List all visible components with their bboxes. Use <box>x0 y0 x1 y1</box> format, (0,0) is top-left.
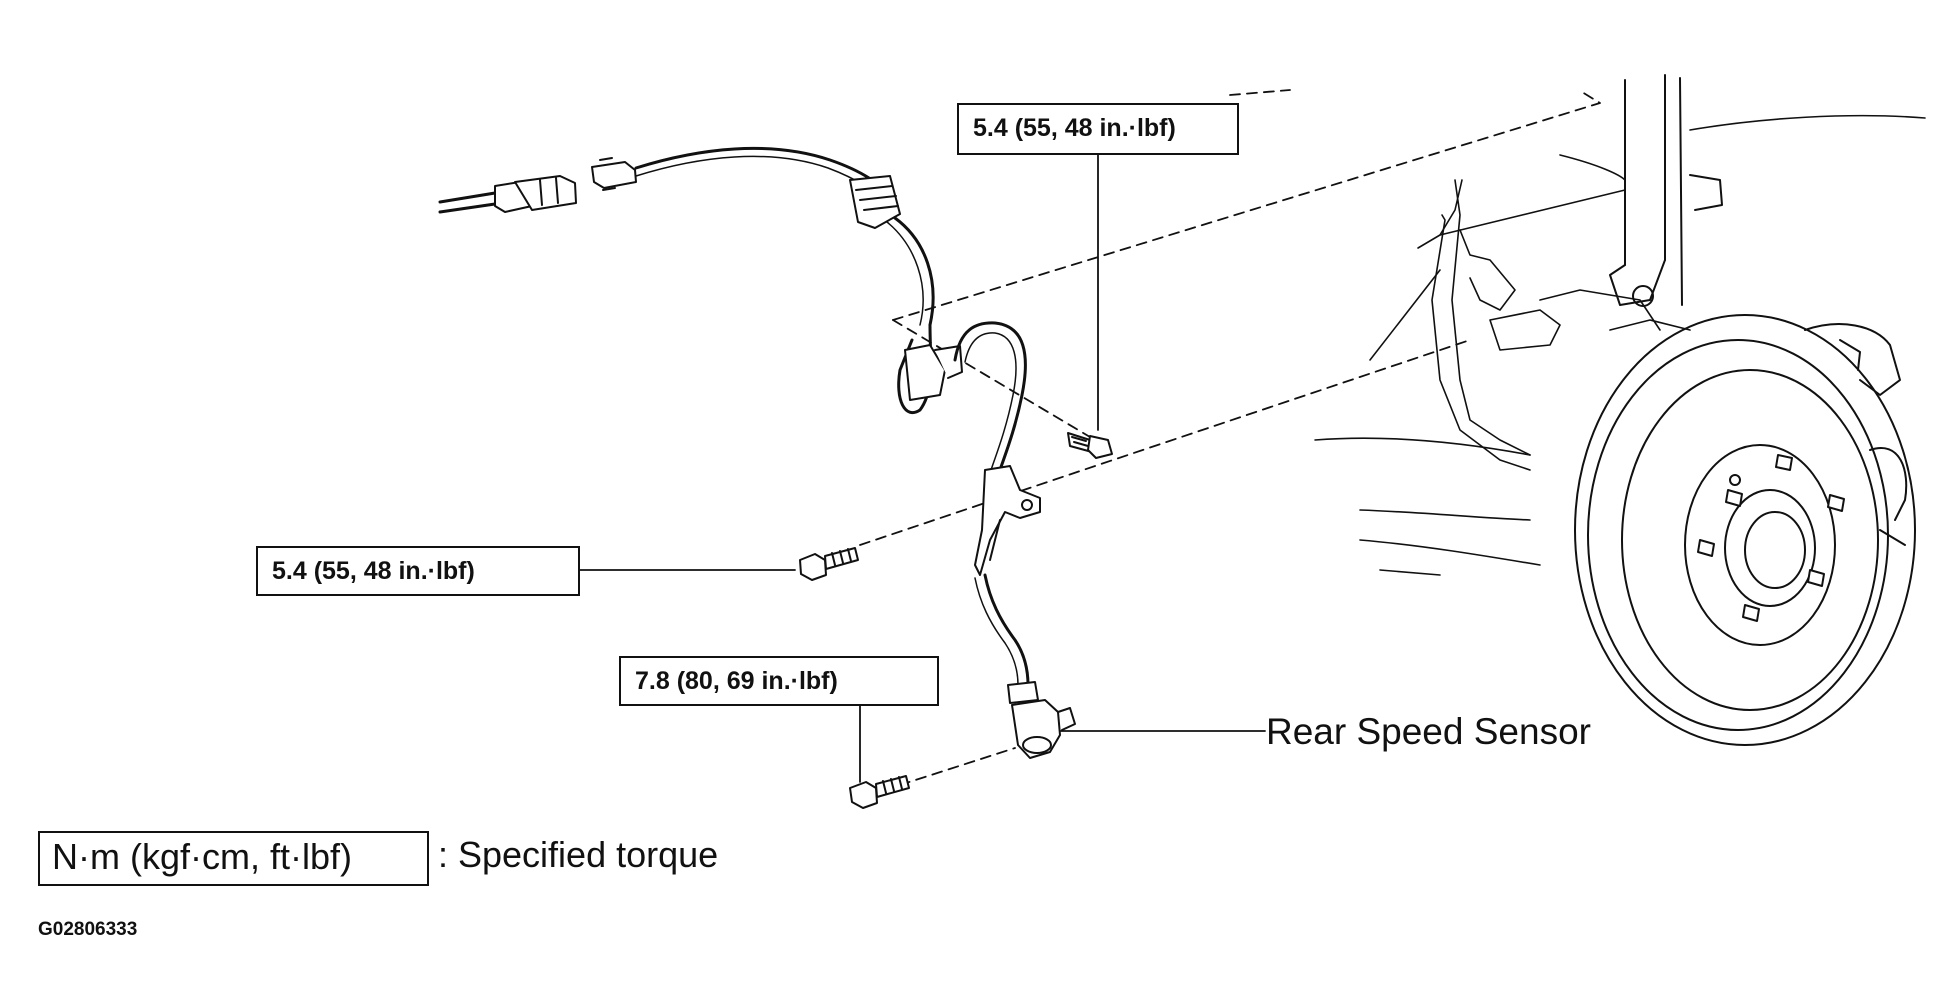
torque-spec-bottom: 7.8 (80, 69 in.·lbf) <box>619 656 939 706</box>
legend-description: : Specified torque <box>438 834 719 875</box>
torque-spec-middle: 5.4 (55, 48 in.·lbf) <box>256 546 580 596</box>
harness-connector <box>438 157 637 214</box>
torque-unit-legend: N·m (kgf·cm, ft·lbf) <box>38 831 429 886</box>
torque-spec-top: 5.4 (55, 48 in.·lbf) <box>957 103 1239 155</box>
vehicle-body-outline <box>1314 114 1926 576</box>
suspension-strut <box>1609 74 1723 307</box>
wheel-studs <box>1697 454 1845 622</box>
bolt-top <box>1067 432 1113 459</box>
dashed-guide-lines <box>859 89 1601 786</box>
figure-code: G02806333 <box>38 919 138 940</box>
bolt-middle <box>799 547 859 581</box>
bolt-bottom <box>849 775 910 809</box>
brake-disc-assembly <box>1574 314 1916 746</box>
sensor-cable <box>634 146 1041 704</box>
rear-speed-sensor-label: Rear Speed Sensor <box>1266 711 1591 752</box>
leader-lines <box>579 153 1266 783</box>
rear-speed-sensor <box>1011 699 1076 759</box>
